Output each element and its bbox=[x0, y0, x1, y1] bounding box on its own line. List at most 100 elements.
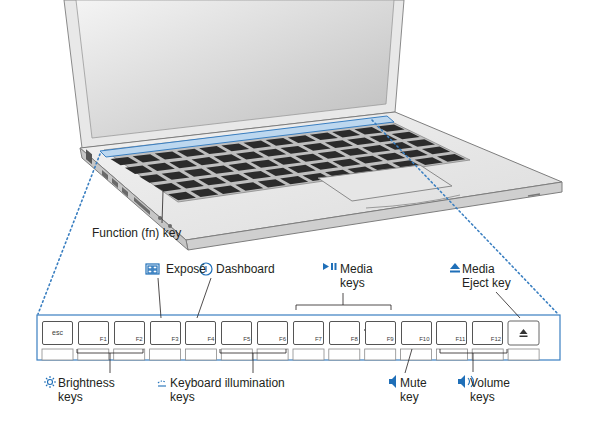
key-label: F11 bbox=[455, 336, 465, 343]
keyboard-key bbox=[243, 141, 271, 149]
keyboard-key bbox=[192, 157, 220, 165]
keyboard-key bbox=[133, 154, 161, 162]
keyboard-key bbox=[354, 127, 382, 135]
keyboard-key bbox=[332, 130, 360, 138]
keyboard-key bbox=[280, 176, 308, 184]
callout-label: Volume keys bbox=[470, 376, 520, 404]
key-label: F12 bbox=[491, 336, 501, 343]
keyboard-key bbox=[162, 171, 190, 179]
function-key: F6 bbox=[257, 321, 288, 345]
keyboard-key bbox=[198, 177, 226, 185]
keyboard-key bbox=[347, 137, 375, 145]
callout-label: Mute key bbox=[400, 376, 434, 404]
keyboard-key bbox=[310, 162, 338, 170]
function-key: F8 bbox=[329, 321, 360, 345]
keyboard-key bbox=[177, 149, 205, 157]
function-key: esc bbox=[42, 321, 73, 345]
keyboard-key bbox=[303, 143, 331, 151]
keyboard-key bbox=[213, 185, 241, 194]
keyboard-key bbox=[147, 163, 175, 171]
key-label: F1 bbox=[100, 336, 107, 343]
key-row-partial bbox=[508, 349, 539, 360]
key-row-partial bbox=[472, 349, 503, 360]
function-key: F10 bbox=[401, 321, 432, 345]
key-row-partial bbox=[78, 349, 109, 360]
key-label: F6 bbox=[279, 336, 286, 343]
key-row-partial bbox=[365, 349, 396, 360]
keyboard-key bbox=[280, 146, 308, 154]
key-row-partial bbox=[329, 349, 360, 360]
keyboard-key bbox=[310, 133, 338, 141]
key-row-partial bbox=[257, 349, 288, 360]
keyboard-key bbox=[258, 179, 286, 187]
keyboard-key bbox=[266, 138, 294, 146]
keyboard-key bbox=[415, 157, 443, 165]
keyboard-key bbox=[377, 153, 405, 161]
keyboard-key bbox=[369, 135, 397, 143]
function-key: F5 bbox=[221, 321, 252, 345]
keyboard-key bbox=[288, 165, 316, 173]
keyboard-key bbox=[251, 160, 279, 168]
callout-label: Dashboard bbox=[216, 262, 275, 276]
keyboard-key bbox=[362, 145, 390, 153]
keyboard-key bbox=[214, 154, 242, 162]
keyboard-key bbox=[221, 143, 249, 151]
keyboard-key bbox=[155, 152, 183, 160]
keyboard-key bbox=[325, 140, 353, 148]
keyboard-key bbox=[139, 174, 167, 183]
keyboard-key bbox=[384, 142, 412, 150]
key-row-partial bbox=[401, 349, 432, 360]
key-label: F2 bbox=[136, 336, 143, 343]
keyboard-key bbox=[288, 135, 316, 143]
key-label: esc bbox=[52, 329, 63, 337]
keyboard-key bbox=[437, 154, 465, 162]
keyboard-key bbox=[243, 171, 271, 179]
callout-label: Brightness keys bbox=[58, 376, 124, 404]
key-row-partial bbox=[42, 349, 73, 360]
callout-label: Media Eject key bbox=[462, 262, 520, 290]
callout-label: Keyboard illumination keys bbox=[170, 376, 302, 404]
key-row-partial bbox=[150, 349, 181, 360]
keyboard-key bbox=[168, 192, 196, 201]
function-key: F3 bbox=[150, 321, 181, 345]
callout-label: Exposé bbox=[166, 262, 206, 276]
callout-label: Function (fn) key bbox=[92, 226, 181, 240]
keyboard-key bbox=[273, 157, 301, 165]
keyboard-key bbox=[295, 154, 323, 162]
key-label: F7 bbox=[315, 336, 322, 343]
keyboard-key bbox=[221, 174, 249, 182]
keyboard-key bbox=[340, 148, 368, 156]
function-key: F11 bbox=[436, 321, 467, 345]
keyboard-key bbox=[184, 169, 212, 177]
function-key: F7 bbox=[293, 321, 324, 345]
key-row-partial bbox=[185, 349, 216, 360]
key-label: F3 bbox=[172, 336, 179, 343]
keyboard-key bbox=[111, 157, 139, 165]
key-label: F10 bbox=[419, 336, 429, 343]
keyboard-key bbox=[154, 183, 182, 192]
keyboard-key bbox=[392, 132, 420, 140]
keyboard-key bbox=[228, 163, 256, 171]
keyboard-key bbox=[318, 151, 346, 159]
keyboard-key bbox=[422, 147, 450, 155]
keyboard-key bbox=[176, 180, 204, 188]
key-label: F9 bbox=[387, 336, 394, 343]
keyboard-key bbox=[355, 156, 383, 164]
function-key: F12 bbox=[472, 321, 503, 345]
keyboard-key bbox=[199, 146, 227, 154]
key-label: F5 bbox=[243, 336, 250, 343]
key-row-partial bbox=[293, 349, 324, 360]
keyboard-key bbox=[258, 149, 286, 157]
key-label: F4 bbox=[207, 336, 214, 343]
keyboard-key bbox=[236, 152, 264, 160]
function-key: F9 bbox=[365, 321, 396, 345]
function-key: F1 bbox=[78, 321, 109, 345]
keyboard-key bbox=[125, 166, 153, 174]
keyboard-key bbox=[191, 189, 219, 198]
key-row-partial bbox=[221, 349, 252, 360]
keyboard-key bbox=[235, 182, 263, 190]
keyboard-key bbox=[169, 160, 197, 168]
callout-label: Media keys bbox=[340, 262, 382, 290]
key-row-partial bbox=[436, 349, 467, 360]
keyboard-key bbox=[333, 159, 361, 167]
